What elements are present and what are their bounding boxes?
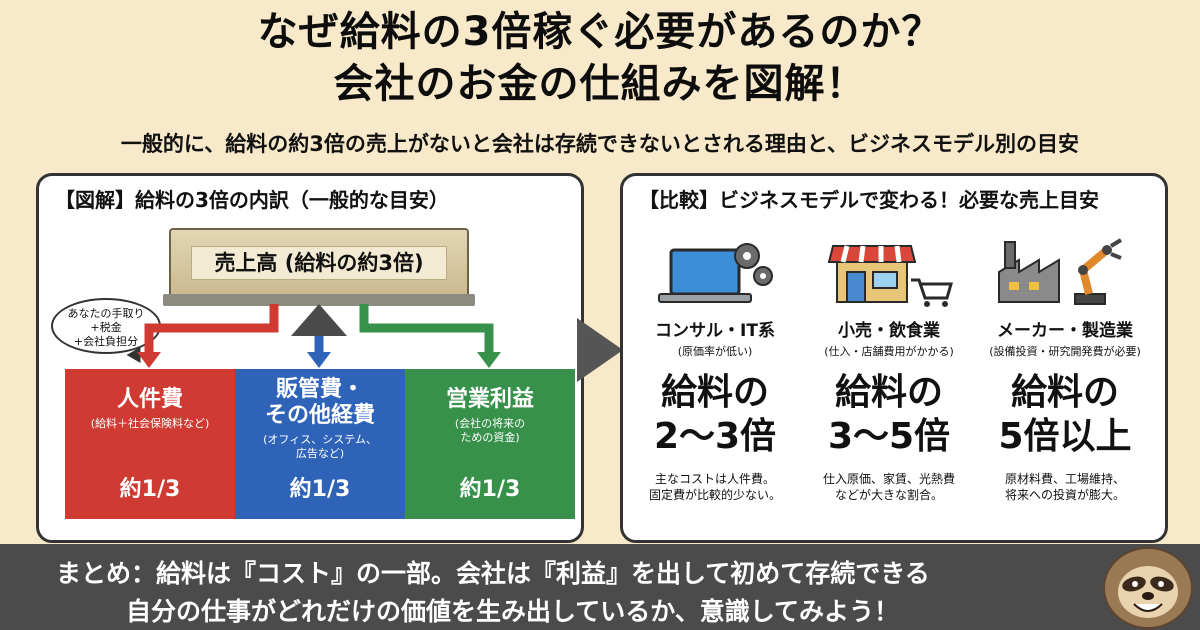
model-name: 小売・飲食業 bbox=[838, 321, 940, 341]
arrow-head-green-icon bbox=[477, 352, 501, 368]
block-desc: (オフィス、システム、 広告など) bbox=[235, 433, 405, 461]
block-title: 人件費 bbox=[116, 387, 183, 412]
triangle-up-icon bbox=[291, 304, 347, 336]
block-ratio: 約1/3 bbox=[119, 477, 181, 502]
subtitle: 一般的に、給料の約3倍の売上がないと会社は存続できないとされる理由と、ビジネスモ… bbox=[120, 132, 1080, 156]
revenue-multiple: 給料の 5倍以上 bbox=[979, 371, 1151, 459]
model-note: (仕入・店舗費用がかかる) bbox=[824, 345, 954, 358]
title-line-2: 会社のお金の仕組みを図解！ bbox=[333, 61, 867, 107]
model-desc: 仕入原価、家賃、光熱費 などが大きな割合。 bbox=[803, 471, 975, 503]
breakdown-panel: 【図解】給料の3倍の内訳（一般的な目安） 売上高 (給料の約3倍) あなたの手取… bbox=[36, 173, 584, 543]
arrow-head-blue-icon bbox=[307, 352, 331, 368]
block-ratio: 約1/3 bbox=[289, 477, 351, 502]
model-desc: 原材料費、工場維持、 将来への投資が膨大。 bbox=[979, 471, 1151, 503]
desc-line: 固定費が比較的少ない。 bbox=[648, 488, 781, 502]
bubble-line: +会社負担分 bbox=[73, 335, 139, 348]
model-note: (原価率が低い) bbox=[677, 345, 753, 358]
block-title-line: 販管費・ bbox=[275, 377, 364, 402]
personnel-cost-block: 人件費 (給料＋社会保険料など) 約1/3 bbox=[65, 369, 235, 519]
block-title: 営業利益 bbox=[445, 387, 534, 412]
comparison-heading: 【比較】ビジネスモデルで変わる！必要な売上目安 bbox=[639, 188, 1099, 212]
block-desc-line: ための資金) bbox=[460, 431, 520, 444]
summary-line-1: まとめ：給料は『コスト』の一部。会社は『利益』を出して初めて存続できる bbox=[56, 559, 930, 588]
model-name: メーカー・製造業 bbox=[997, 321, 1133, 341]
revenue-multiple: 給料の 2〜3倍 bbox=[629, 371, 801, 459]
breakdown-heading: 【図解】給料の3倍の内訳（一般的な目安） bbox=[55, 188, 449, 212]
desc-line: 将来への投資が膨大。 bbox=[1004, 488, 1125, 502]
block-ratio: 約1/3 bbox=[459, 477, 521, 502]
comparison-panel: 【比較】ビジネスモデルで変わる！必要な売上目安 コンサル・IT系 (原価率が低い… bbox=[620, 173, 1168, 543]
block-desc: (給料＋社会保険料など) bbox=[90, 417, 210, 430]
column-manufacturing: メーカー・製造業 (設備投資・研究開発費が必要) 給料の 5倍以上 原材料費、工… bbox=[979, 228, 1151, 503]
arrow-head-red-icon bbox=[137, 352, 161, 368]
laptop-gear-icon bbox=[629, 228, 801, 312]
sloth-mascot-icon bbox=[1103, 547, 1193, 629]
block-desc-line: (オフィス、システム、 bbox=[263, 433, 377, 446]
desc-line: などが大きな割合。 bbox=[834, 488, 943, 502]
column-retail-food: 小売・飲食業 (仕入・店舗費用がかかる) 給料の 3〜5倍 仕入原価、家賃、光熱… bbox=[803, 228, 975, 503]
operating-profit-block: 営業利益 (会社の将来の ための資金) 約1/3 bbox=[405, 369, 575, 519]
bubble-line: +税金 bbox=[90, 321, 122, 334]
model-note: (設備投資・研究開発費が必要) bbox=[989, 345, 1141, 358]
page-title: なぜ給料の3倍稼ぐ必要があるのか？ 会社のお金の仕組みを図解！ bbox=[0, 6, 1200, 110]
column-consulting-it: コンサル・IT系 (原価率が低い) 給料の 2〜3倍 主なコストは人件費。 固定… bbox=[629, 228, 801, 503]
model-desc: 主なコストは人件費。 固定費が比較的少ない。 bbox=[629, 471, 801, 503]
multiple-line: 2〜3倍 bbox=[653, 416, 777, 457]
desc-line: 主なコストは人件費。 bbox=[654, 472, 775, 486]
revenue-label: 売上高 (給料の約3倍) bbox=[191, 246, 447, 280]
sga-cost-block: 販管費・ その他経費 (オフィス、システム、 広告など) 約1/3 bbox=[235, 369, 405, 519]
store-cart-icon bbox=[803, 228, 975, 312]
arrow-right-icon bbox=[577, 318, 623, 382]
desc-line: 仕入原価、家賃、光熱費 bbox=[822, 472, 955, 486]
model-name: コンサル・IT系 bbox=[655, 321, 775, 341]
multiple-line: 5倍以上 bbox=[998, 416, 1132, 457]
multiple-line: 3〜5倍 bbox=[827, 416, 951, 457]
block-title: 販管費・ その他経費 bbox=[235, 377, 405, 429]
summary-line-2: 自分の仕事がどれだけの価値を生み出しているか、意識してみよう！ bbox=[126, 597, 900, 626]
summary-bar: まとめ：給料は『コスト』の一部。会社は『利益』を出して初めて存続できる 自分の仕… bbox=[0, 544, 1200, 630]
multiple-line: 給料の bbox=[660, 372, 769, 413]
block-desc-line: (会社の将来の bbox=[454, 417, 526, 430]
factory-robot-arm-icon bbox=[979, 228, 1151, 312]
desc-line: 原材料費、工場維持、 bbox=[1004, 472, 1125, 486]
revenue-multiple: 給料の 3〜5倍 bbox=[803, 371, 975, 459]
money-bundle-icon: 売上高 (給料の約3倍) bbox=[163, 228, 475, 306]
title-line-1: なぜ給料の3倍稼ぐ必要があるのか？ bbox=[257, 9, 943, 55]
flow-arrows bbox=[137, 304, 501, 368]
speech-bubble: あなたの手取り +税金 +会社負担分 bbox=[51, 298, 161, 354]
multiple-line: 給料の bbox=[834, 372, 943, 413]
multiple-line: 給料の bbox=[1010, 372, 1119, 413]
bubble-line: あなたの手取り bbox=[67, 307, 145, 320]
arrow-to-profit-icon bbox=[359, 304, 494, 356]
block-desc-line: 広告など) bbox=[295, 447, 345, 460]
arrow-to-personnel-icon bbox=[144, 304, 279, 356]
block-desc: (会社の将来の ための資金) bbox=[405, 417, 575, 445]
block-title-line: その他経費 bbox=[264, 403, 375, 428]
